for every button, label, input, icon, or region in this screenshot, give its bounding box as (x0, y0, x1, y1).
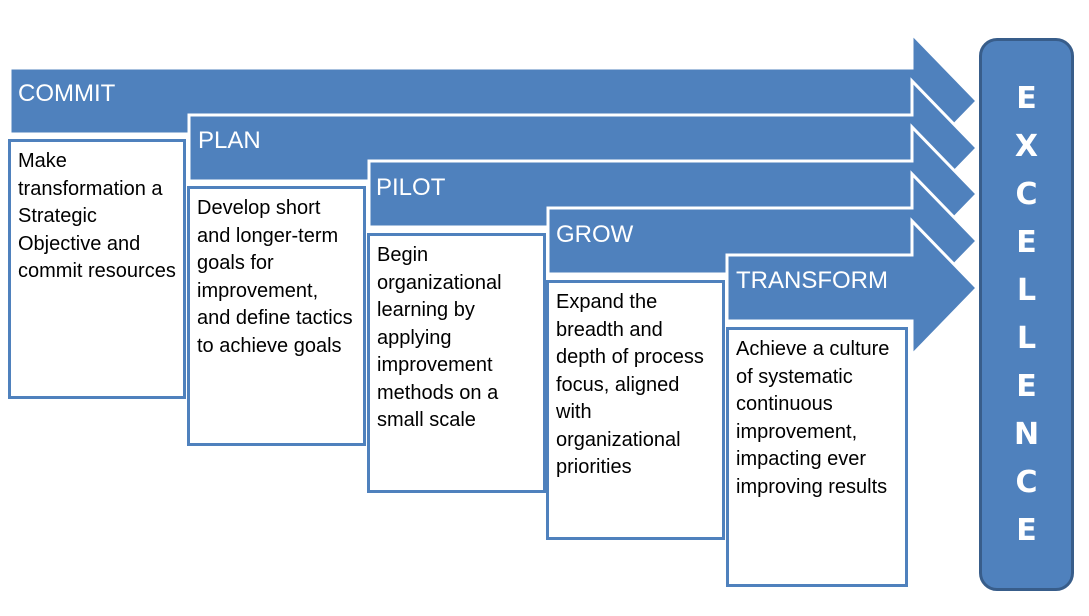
stage-title-pilot: PILOT (376, 174, 446, 201)
excellence-letter: E (1016, 224, 1037, 260)
stage-description-transform: Achieve a culture of systematic continuo… (726, 327, 908, 587)
stage-description-plan: Develop short and longer-term goals for … (187, 186, 366, 446)
excellence-letter: E (1016, 80, 1037, 116)
stage-description-grow: Expand the breadth and depth of process … (546, 280, 725, 540)
stage-title-transform: TRANSFORM (736, 267, 888, 294)
excellence-letter: E (1016, 512, 1037, 548)
excellence-letter: C (1015, 464, 1038, 500)
stage-title-grow: GROW (556, 221, 634, 248)
excellence-letter: N (1013, 416, 1040, 452)
stage-description-commit: Make transformation a Strategic Objectiv… (8, 139, 186, 399)
stage-title-commit: COMMIT (18, 80, 116, 107)
excellence-letter: C (1015, 176, 1038, 212)
excellence-letter: L (1016, 272, 1037, 308)
stage-description-pilot: Begin organizational learning by applyin… (367, 233, 546, 493)
stage-title-plan: PLAN (198, 127, 261, 154)
excellence-goal: E X C E L L E N C E (979, 38, 1074, 591)
excellence-letter: L (1016, 320, 1037, 356)
excellence-letter: X (1014, 128, 1039, 164)
excellence-letter: E (1016, 368, 1037, 404)
